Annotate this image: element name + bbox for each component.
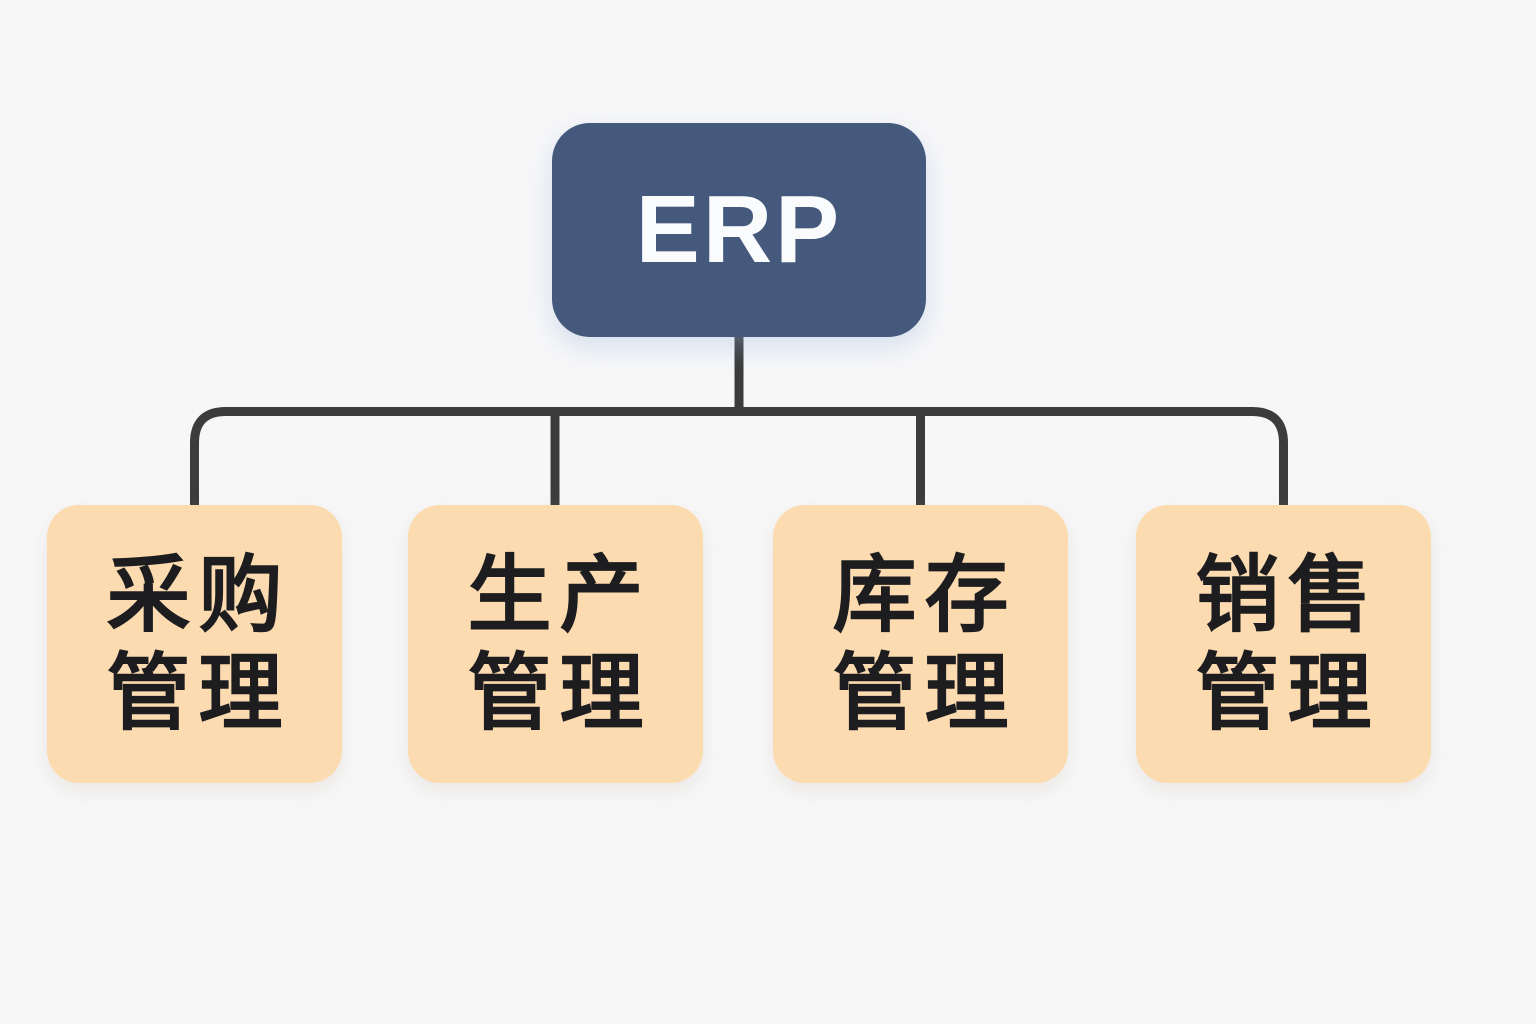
node-inventory-label: 库存 管理	[824, 546, 1016, 743]
node-sales-management: 销售 管理	[1136, 505, 1431, 783]
node-inventory-management: 库存 管理	[773, 505, 1068, 783]
node-production-management: 生产 管理	[408, 505, 703, 783]
node-sales-label: 销售 管理	[1187, 546, 1379, 743]
node-erp-label: ERP	[635, 176, 843, 283]
node-procurement-management: 采购 管理	[47, 505, 342, 783]
label-line: 销售	[1195, 547, 1380, 642]
node-procurement-label: 采购 管理	[98, 546, 290, 743]
label-line: 管理	[106, 646, 291, 740]
label-line: 生产	[467, 547, 652, 642]
label-line: 管理	[467, 646, 652, 740]
label-line: 管理	[1195, 646, 1380, 740]
label-line: 采购	[106, 547, 291, 642]
label-line: 管理	[832, 646, 1017, 740]
node-erp: ERP	[552, 123, 926, 337]
label-line: 库存	[832, 547, 1017, 642]
connector-bracket	[190, 407, 1288, 506]
node-production-label: 生产 管理	[459, 546, 651, 743]
